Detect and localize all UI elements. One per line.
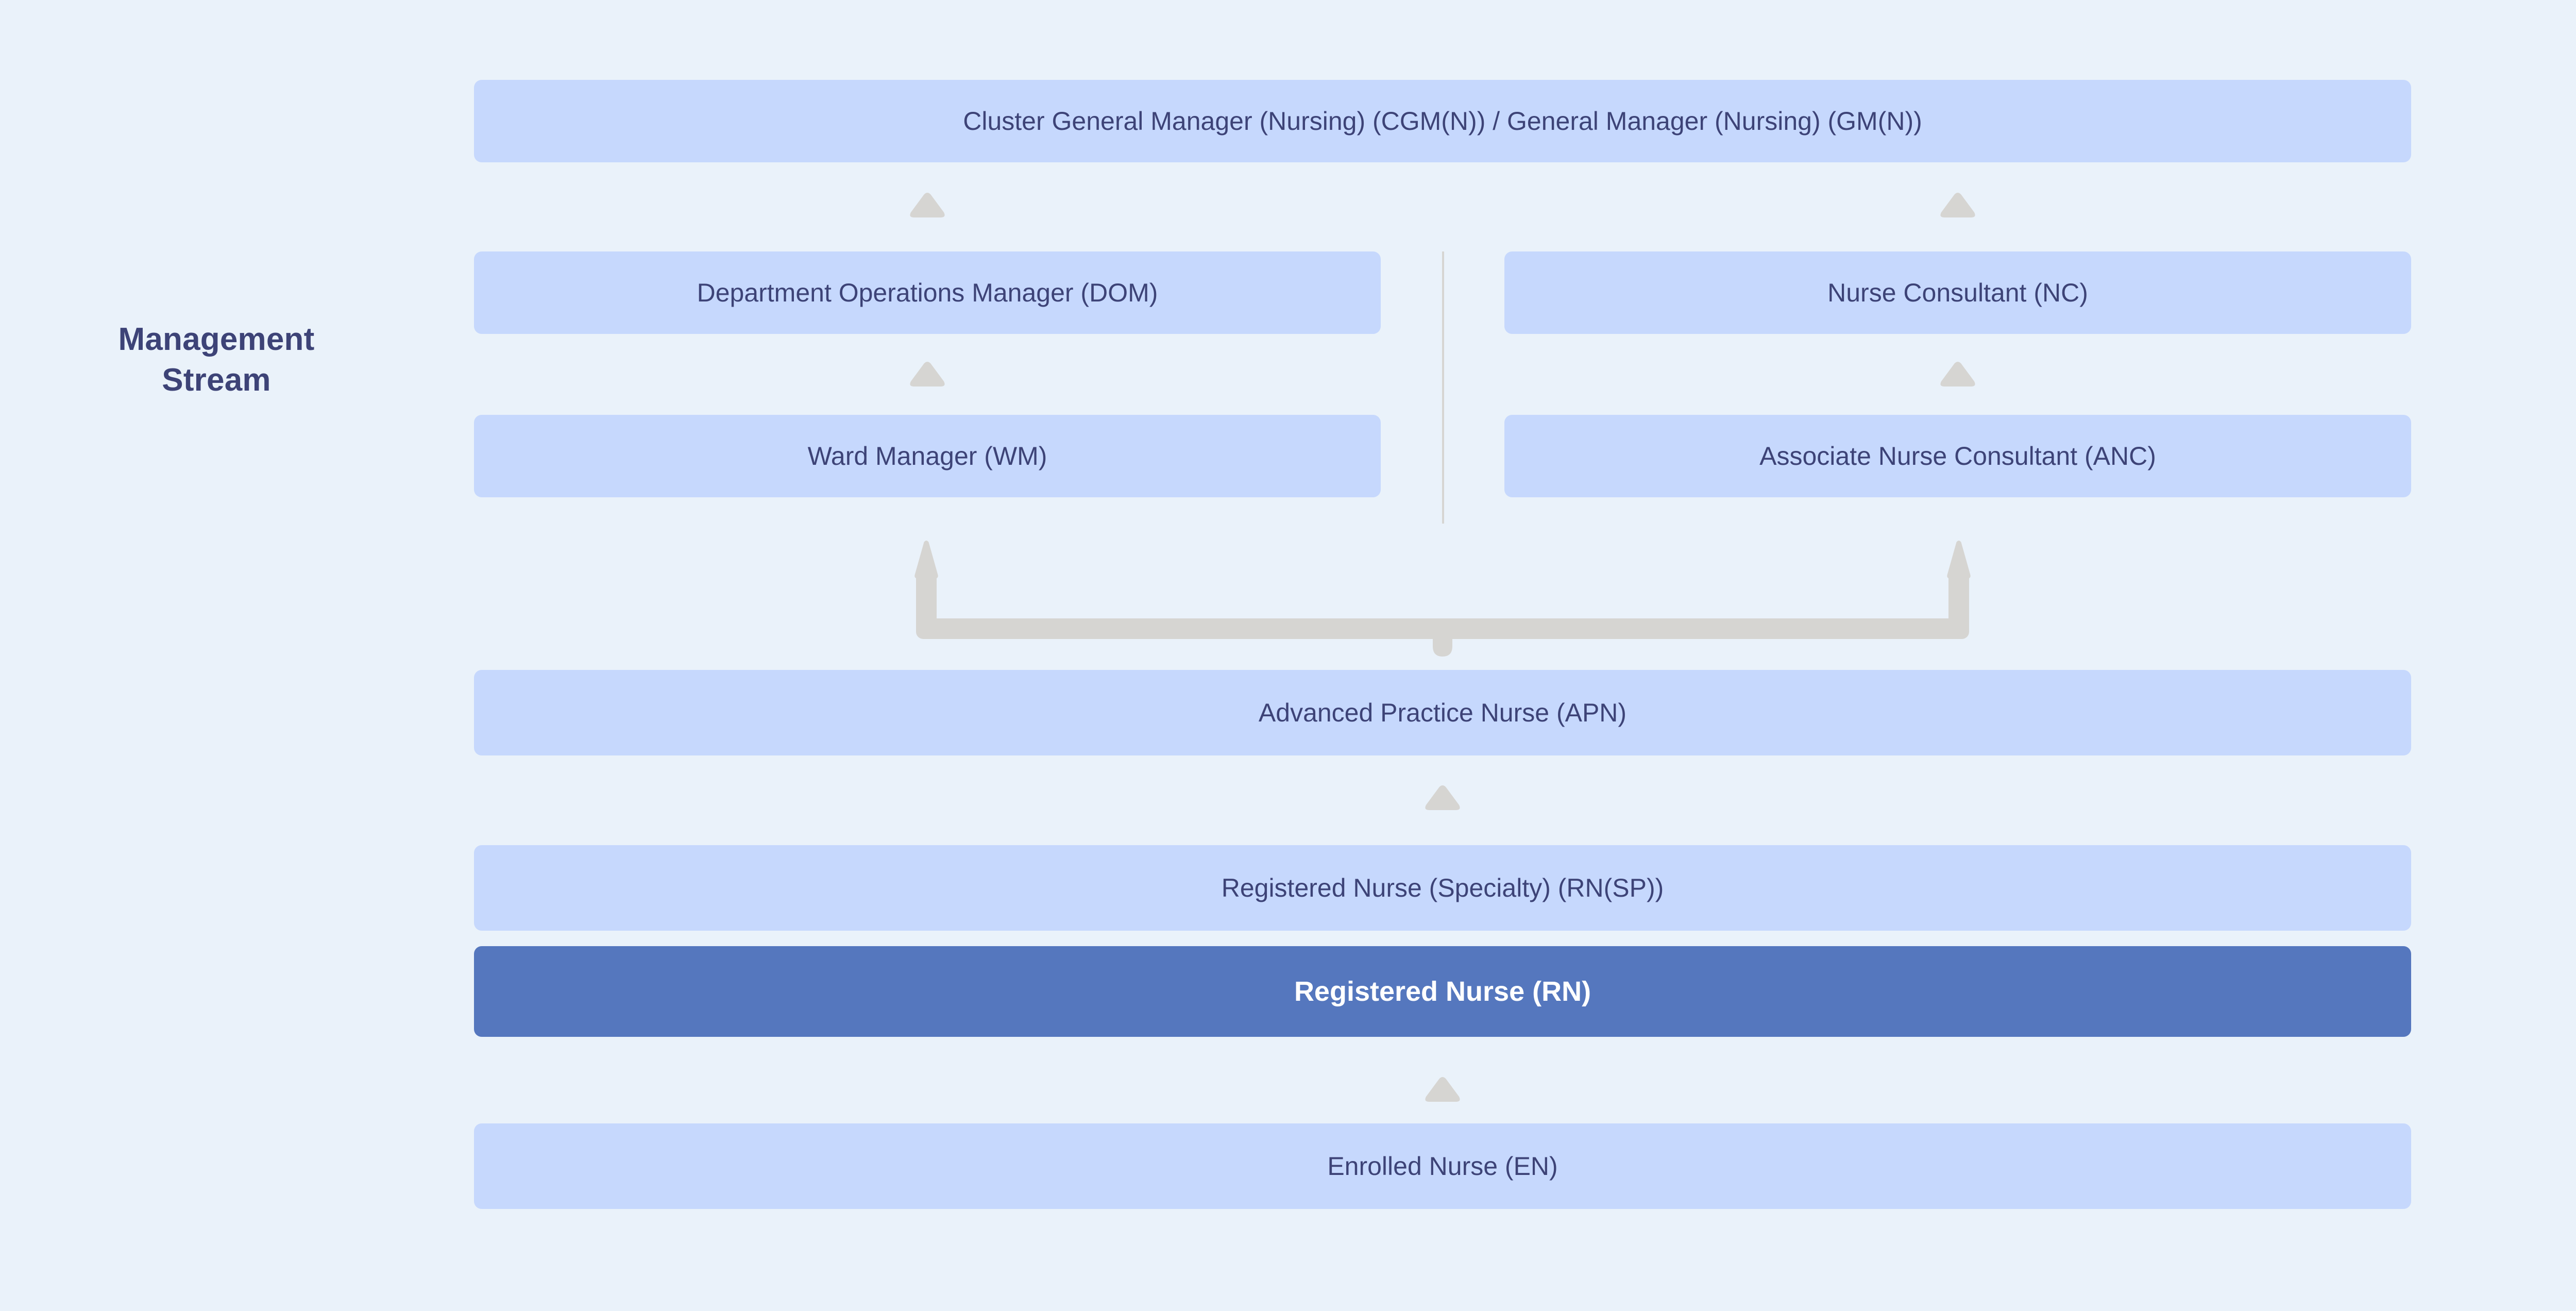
stream-label-management-line2: Stream <box>162 362 271 398</box>
bracket-fork-up-icon-apn-to-wm-anc <box>876 527 2009 661</box>
role-box-advanced-practice-nurse[interactable]: Advanced Practice Nurse (APN) <box>474 670 2411 755</box>
role-label-department-operations-manager: Department Operations Manager (DOM) <box>697 278 1158 307</box>
arrow-up-icon-dom-to-cgm <box>908 192 946 217</box>
role-label-ward-manager: Ward Manager (WM) <box>807 442 1047 470</box>
role-box-registered-nurse-highlighted[interactable]: Registered Nurse (RN) <box>474 946 2411 1037</box>
arrow-up-icon-rnsp-to-apn <box>1423 784 1462 810</box>
role-label-enrolled-nurse: Enrolled Nurse (EN) <box>1327 1152 1558 1181</box>
stream-label-clinical: Clinical Stream <box>2504 320 2576 400</box>
role-label-associate-nurse-consultant: Associate Nurse Consultant (ANC) <box>1759 442 2156 470</box>
role-box-associate-nurse-consultant[interactable]: Associate Nurse Consultant (ANC) <box>1504 415 2411 497</box>
role-label-advanced-practice-nurse: Advanced Practice Nurse (APN) <box>1258 698 1627 727</box>
stream-divider <box>1442 251 1444 524</box>
role-label-cluster-general-manager: Cluster General Manager (Nursing) (CGM(N… <box>963 107 1922 136</box>
arrow-up-icon-nc-to-cgm <box>1939 192 1977 217</box>
role-label-nurse-consultant: Nurse Consultant (NC) <box>1827 278 2088 307</box>
stream-label-management-line1: Management <box>118 322 315 357</box>
role-box-ward-manager[interactable]: Ward Manager (WM) <box>474 415 1381 497</box>
arrow-up-icon-anc-to-nc <box>1939 361 1977 386</box>
role-box-enrolled-nurse[interactable]: Enrolled Nurse (EN) <box>474 1123 2411 1209</box>
role-box-nurse-consultant[interactable]: Nurse Consultant (NC) <box>1504 251 2411 334</box>
role-label-registered-nurse-specialty: Registered Nurse (Specialty) (RN(SP)) <box>1221 873 1664 902</box>
role-box-registered-nurse-specialty[interactable]: Registered Nurse (Specialty) (RN(SP)) <box>474 845 2411 931</box>
arrow-up-icon-wm-to-dom <box>908 361 946 386</box>
role-label-registered-nurse: Registered Nurse (RN) <box>1294 976 1591 1007</box>
stream-label-clinical-line2: Stream <box>2504 360 2576 401</box>
role-box-department-operations-manager[interactable]: Department Operations Manager (DOM) <box>474 251 1381 334</box>
role-box-cluster-general-manager[interactable]: Cluster General Manager (Nursing) (CGM(N… <box>474 80 2411 162</box>
stream-label-clinical-line1: Clinical <box>2504 320 2576 360</box>
arrow-up-icon-en-to-rn <box>1423 1076 1462 1102</box>
stream-label-management: Management Stream <box>57 320 376 400</box>
